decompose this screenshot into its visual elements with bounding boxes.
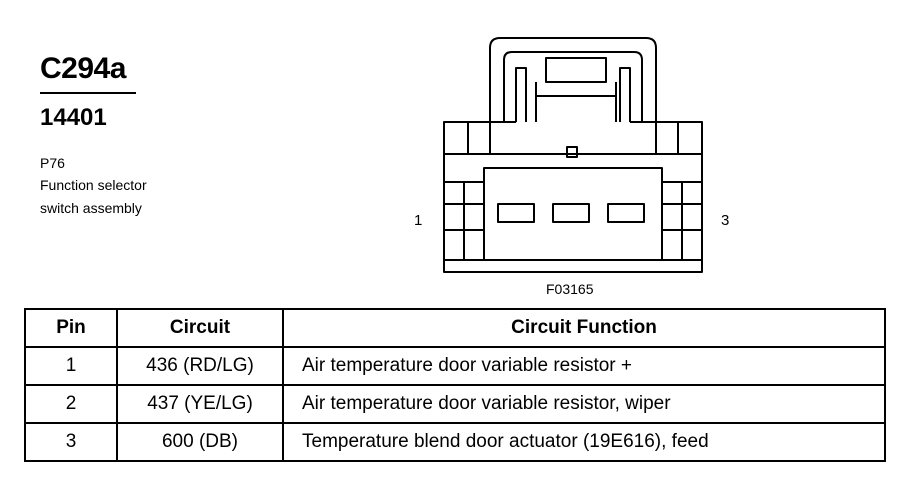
cell-function: Temperature blend door actuator (19E616)… (282, 422, 886, 462)
cell-function: Air temperature door variable resistor, … (282, 384, 886, 424)
shoulder-right (630, 121, 703, 160)
latch-tongue-base (535, 82, 617, 122)
cell-function: Air temperature door variable resistor + (282, 346, 886, 386)
header-pin: Pin (24, 308, 118, 348)
part-number: 14401 (40, 104, 107, 131)
table-header-row: Pin Circuit Circuit Function (24, 308, 886, 348)
connector-id: C294a (40, 52, 126, 85)
latch-outer (489, 37, 657, 122)
header-circuit-function: Circuit Function (282, 308, 886, 348)
latch-inner (503, 51, 643, 122)
table-row: 2 437 (YE/LG) Air temperature door varia… (24, 384, 886, 424)
pin-label-right: 3 (721, 212, 730, 229)
shoulder-left (443, 121, 516, 160)
connector-body (443, 153, 703, 261)
description-line-1: Function selector (40, 177, 147, 193)
cell-pin: 2 (24, 384, 118, 424)
pinout-table: Pin Circuit Circuit Function 1 436 (RD/L… (24, 308, 886, 462)
connector-face-diagram (443, 37, 703, 273)
key-mark (566, 146, 578, 158)
cell-pin: 1 (24, 346, 118, 386)
connector-inner-face (483, 167, 663, 261)
figure-id: F03165 (546, 281, 594, 297)
table-row: 1 436 (RD/LG) Air temperature door varia… (24, 346, 886, 386)
cell-pin: 3 (24, 422, 118, 462)
latch-tongue (545, 57, 607, 83)
table-row: 3 600 (DB) Temperature blend door actuat… (24, 422, 886, 462)
terminal-cavity-3 (607, 203, 645, 223)
connector-base (443, 259, 703, 273)
terminal-cavity-2 (552, 203, 590, 223)
latch-arm-left (515, 67, 527, 122)
header-circuit: Circuit (116, 308, 284, 348)
cell-circuit: 437 (YE/LG) (116, 384, 284, 424)
terminal-cavity-1 (497, 203, 535, 223)
description-line-2: switch assembly (40, 200, 142, 216)
cell-circuit: 436 (RD/LG) (116, 346, 284, 386)
latch-arm-right (619, 67, 631, 122)
pin-label-left: 1 (414, 212, 423, 229)
title-underline (40, 92, 136, 94)
location-code: P76 (40, 155, 65, 171)
cell-circuit: 600 (DB) (116, 422, 284, 462)
